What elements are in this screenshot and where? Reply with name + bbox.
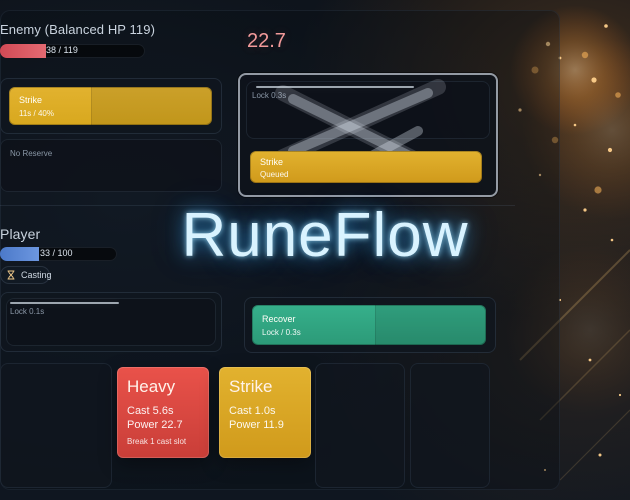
- player-hp-text: 33 / 100: [40, 248, 73, 258]
- enemy-cast-slot-right[interactable]: Lock 0.3s Strike Queued: [238, 73, 498, 197]
- hand-slot-empty-2[interactable]: [315, 363, 405, 488]
- enemy-action-bar[interactable]: Strike 11s / 40%: [9, 87, 212, 125]
- card-power: Power 11.9: [229, 419, 284, 431]
- hand-slot-empty-3[interactable]: [410, 363, 490, 488]
- player-hp-fill: [0, 247, 39, 261]
- hand-slot-empty-1[interactable]: [0, 363, 112, 488]
- player-hp-bar: 33 / 100: [0, 247, 117, 261]
- hand-card-heavy[interactable]: Heavy Cast 5.6s Power 22.7 Break 1 cast …: [117, 367, 209, 458]
- player-cast-slot-right[interactable]: Recover Lock / 0.3s: [244, 297, 496, 353]
- player-recover-name: Recover: [262, 314, 296, 324]
- player-lock-progress: [10, 302, 119, 304]
- enemy-queued-action-bar[interactable]: Strike Queued: [250, 151, 482, 183]
- player-recover-segment: [375, 305, 486, 345]
- enemy-reserve-slot[interactable]: No Reserve: [0, 139, 222, 192]
- enemy-action-bar-segment: [91, 87, 212, 125]
- card-name: Heavy: [127, 377, 176, 396]
- enemy-action-detail: 11s / 40%: [19, 109, 54, 118]
- player-cast-slot-left[interactable]: Lock 0.1s: [0, 292, 222, 352]
- card-power: Power 22.7: [127, 419, 183, 431]
- player-status-text: Casting: [21, 270, 52, 280]
- enemy-lock-slot: Lock 0.3s: [246, 81, 490, 139]
- enemy-hp-bar: 38 / 119: [0, 44, 145, 58]
- enemy-lock-progress: [256, 86, 414, 88]
- enemy-hp-fill: [0, 44, 47, 58]
- enemy-cast-slot-left[interactable]: Strike 11s / 40%: [0, 78, 222, 134]
- hand-card-strike[interactable]: Strike Cast 1.0s Power 11.9: [219, 367, 311, 458]
- enemy-hp-text: 38 / 119: [46, 45, 78, 55]
- enemy-lock-label: Lock 0.3s: [252, 91, 287, 100]
- enemy-title: Enemy (Balanced HP 119): [0, 22, 156, 37]
- floating-damage: 22.7: [247, 30, 286, 52]
- player-recover-action-bar[interactable]: Recover Lock / 0.3s: [252, 305, 486, 345]
- enemy-queued-label: Queued: [260, 170, 289, 179]
- player-lock-label: Lock 0.1s: [10, 307, 45, 316]
- player-lock-slot: Lock 0.1s: [6, 298, 216, 346]
- enemy-action-name: Strike: [19, 95, 43, 105]
- card-name: Strike: [229, 377, 273, 396]
- enemy-queued-name: Strike: [260, 157, 284, 167]
- section-divider: [0, 205, 515, 206]
- card-cast: Cast 1.0s: [229, 405, 276, 417]
- player-title: Player: [0, 226, 41, 242]
- player-recover-detail: Lock / 0.3s: [262, 328, 301, 337]
- card-cast: Cast 5.6s: [127, 405, 174, 417]
- enemy-reserve-label: No Reserve: [10, 149, 53, 158]
- player-status-chip: Casting: [0, 266, 52, 284]
- hourglass-icon: [6, 270, 16, 280]
- card-note: Break 1 cast slot: [127, 437, 187, 446]
